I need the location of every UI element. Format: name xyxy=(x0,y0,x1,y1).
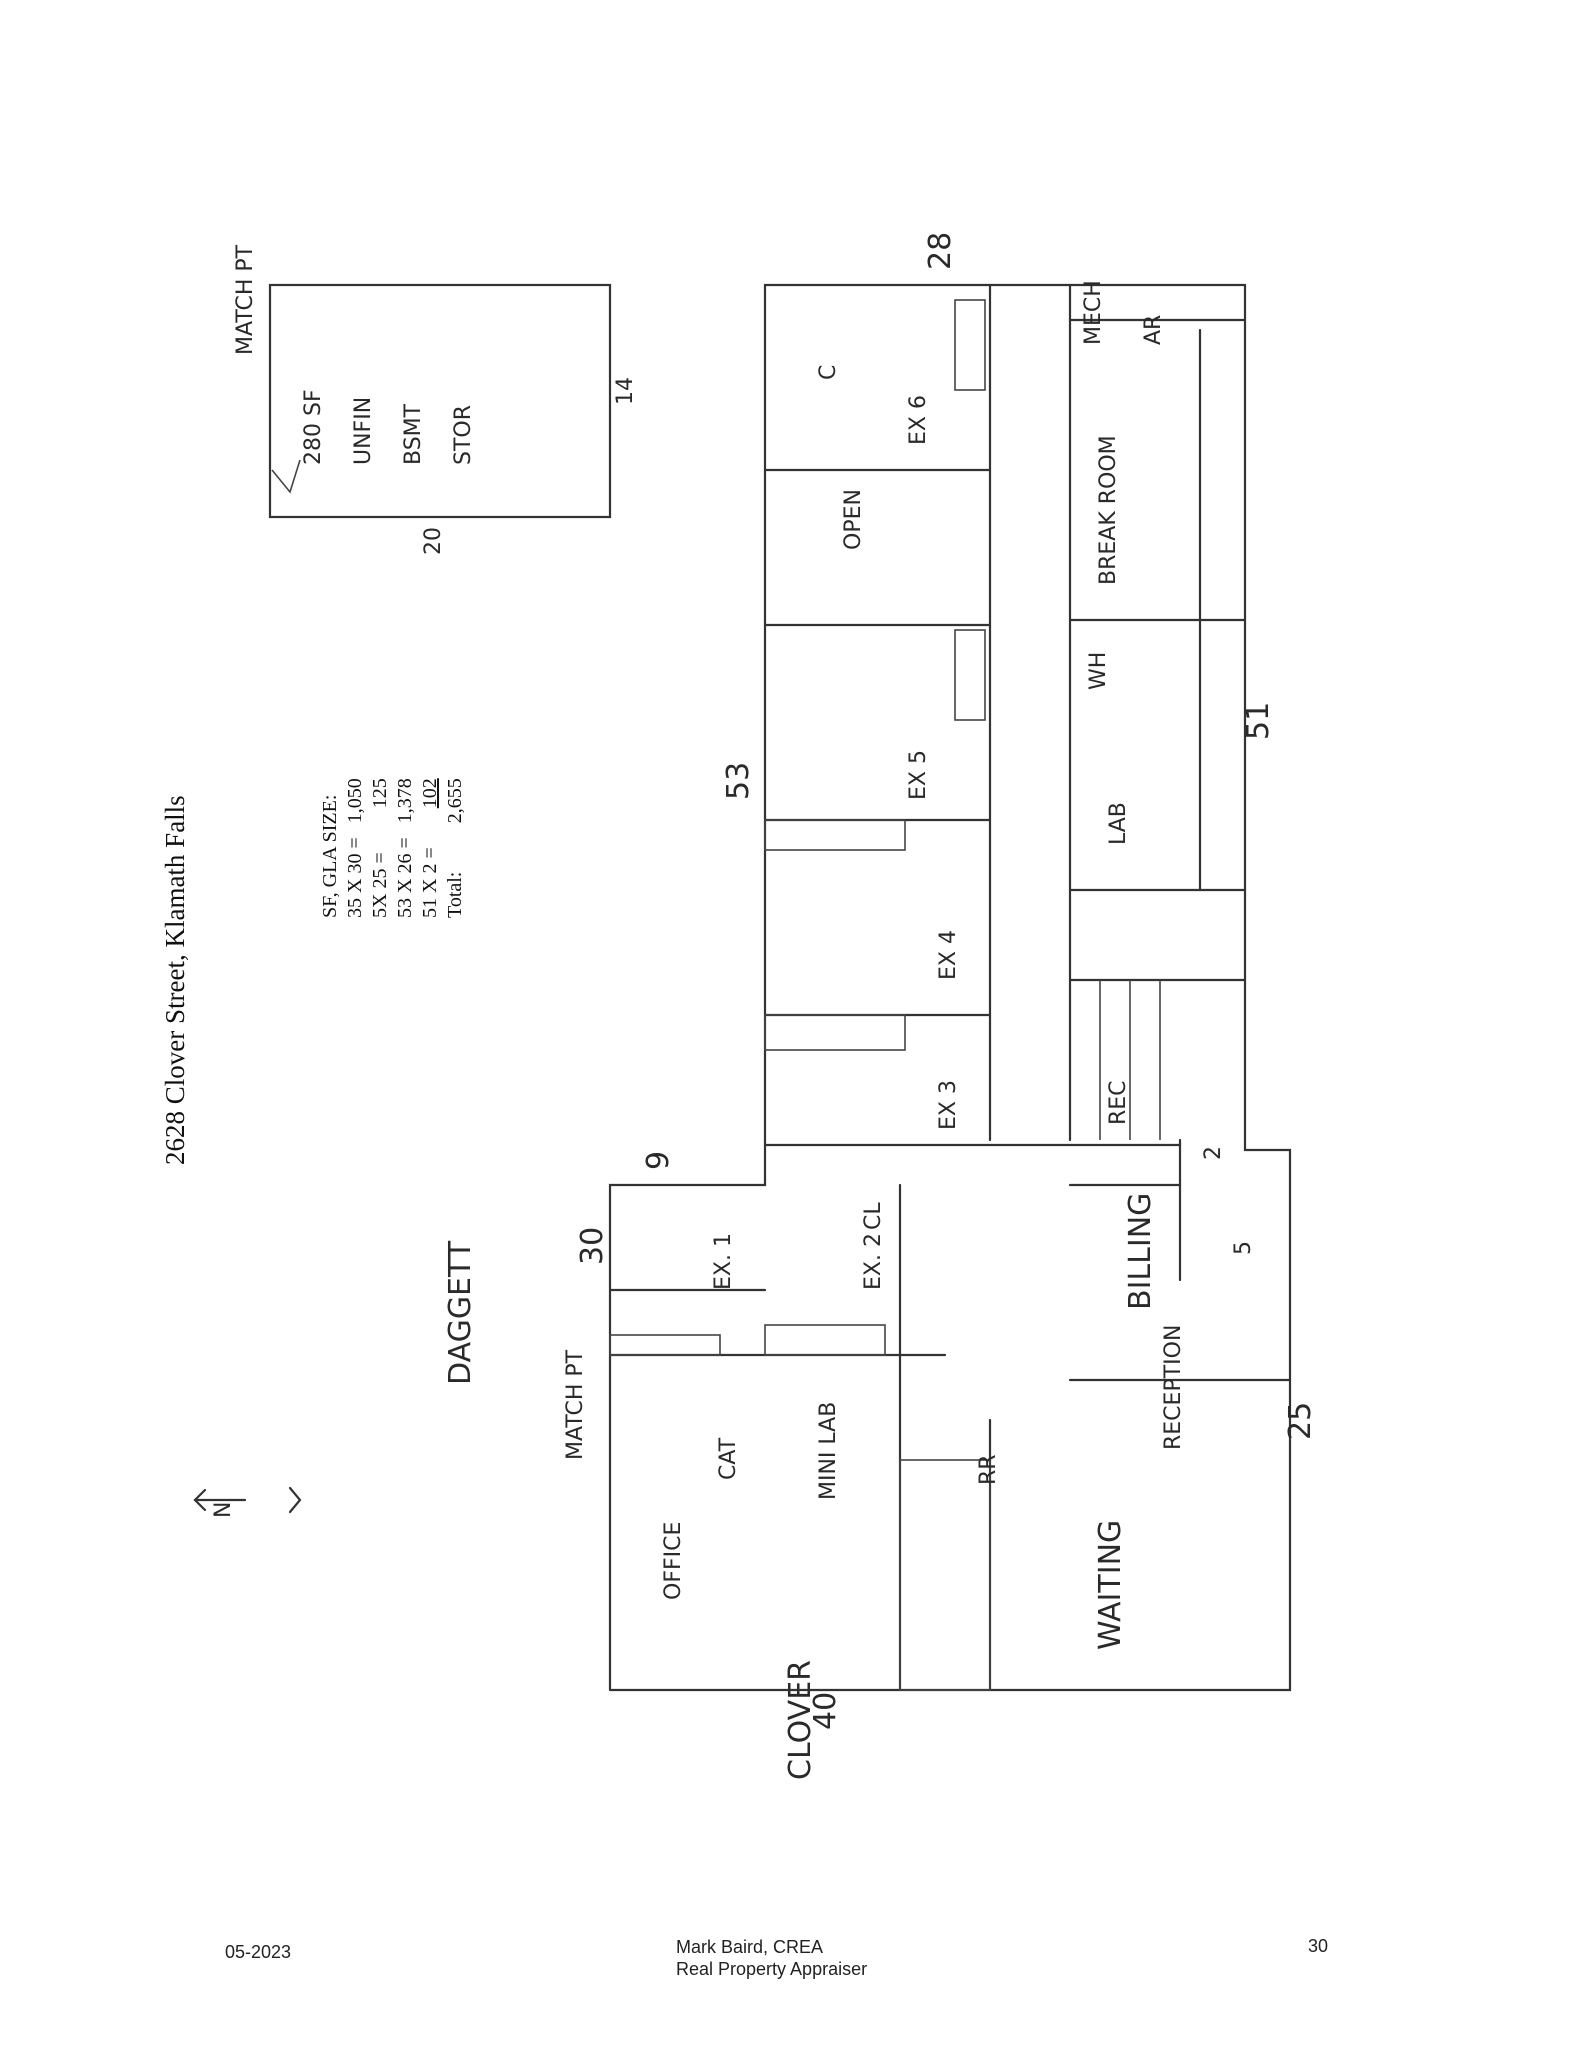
basement-line-4: STOR xyxy=(451,405,476,465)
room-office: OFFICE xyxy=(661,1522,686,1600)
room-mech: MECH xyxy=(1081,280,1106,345)
north-label: N xyxy=(211,1502,236,1518)
basement-line-2: UNFIN xyxy=(351,397,376,465)
room-cat: CAT xyxy=(716,1437,741,1480)
room-c: C xyxy=(816,365,841,380)
room-ex6: EX 6 xyxy=(906,395,931,445)
dim-basement-long: 20 xyxy=(421,527,446,555)
dim-51: 51 xyxy=(1241,702,1276,740)
street-clover: CLOVER xyxy=(783,1660,818,1780)
room-lab: LAB xyxy=(1106,802,1131,845)
appraiser-role: Real Property Appraiser xyxy=(676,1959,868,1979)
dim-2: 2 xyxy=(1201,1146,1226,1160)
room-mini-lab: MINI LAB xyxy=(816,1402,841,1500)
match-point-bottom: MATCH PT xyxy=(563,1349,588,1460)
room-billing: BILLING xyxy=(1123,1193,1158,1310)
room-ex4: EX 4 xyxy=(936,930,961,980)
room-rec: REC xyxy=(1106,1080,1131,1125)
room-reception: RECEPTION xyxy=(1161,1325,1186,1450)
footer-date: 05-2023 xyxy=(225,1942,292,1962)
appraiser-name: Mark Baird, CREA xyxy=(676,1937,824,1957)
dim-40: 40 xyxy=(808,1692,843,1730)
page-number: 30 xyxy=(1308,1936,1329,1956)
room-ex5: EX 5 xyxy=(906,750,931,800)
room-open: OPEN xyxy=(841,489,866,550)
basement-line-1: 280 SF xyxy=(301,389,326,465)
room-cl: CL xyxy=(861,1202,886,1230)
room-ar: AR xyxy=(1141,315,1166,345)
room-wh: WH xyxy=(1086,652,1111,690)
room-break-room: BREAK ROOM xyxy=(1096,435,1121,585)
dim-25: 25 xyxy=(1283,1402,1318,1440)
room-ex3: EX 3 xyxy=(936,1080,961,1130)
footer-signature: Mark Baird, CREA Real Property Appraiser xyxy=(676,1936,867,1980)
building-outline xyxy=(608,283,1292,1692)
room-rr: RR xyxy=(976,1454,1001,1485)
dim-30: 30 xyxy=(575,1227,610,1265)
dim-28: 28 xyxy=(923,232,958,270)
basement-storage: 280 SF UNFIN BSMT STOR MATCH PT 20 14 xyxy=(233,244,638,555)
room-ex1: EX. 1 xyxy=(711,1233,736,1290)
north-arrow-icon: N xyxy=(193,1486,302,1518)
dim-53: 53 xyxy=(721,762,756,800)
match-point-top: MATCH PT xyxy=(233,244,258,355)
dim-basement-short: 14 xyxy=(613,377,638,405)
room-waiting: WAITING xyxy=(1093,1520,1128,1650)
dim-5: 5 xyxy=(1231,1241,1256,1255)
room-ex2: EX. 2 xyxy=(861,1233,886,1290)
basement-line-3: BSMT xyxy=(401,403,426,465)
street-daggett: DAGGETT xyxy=(443,1240,478,1385)
dim-9: 9 xyxy=(641,1151,676,1170)
